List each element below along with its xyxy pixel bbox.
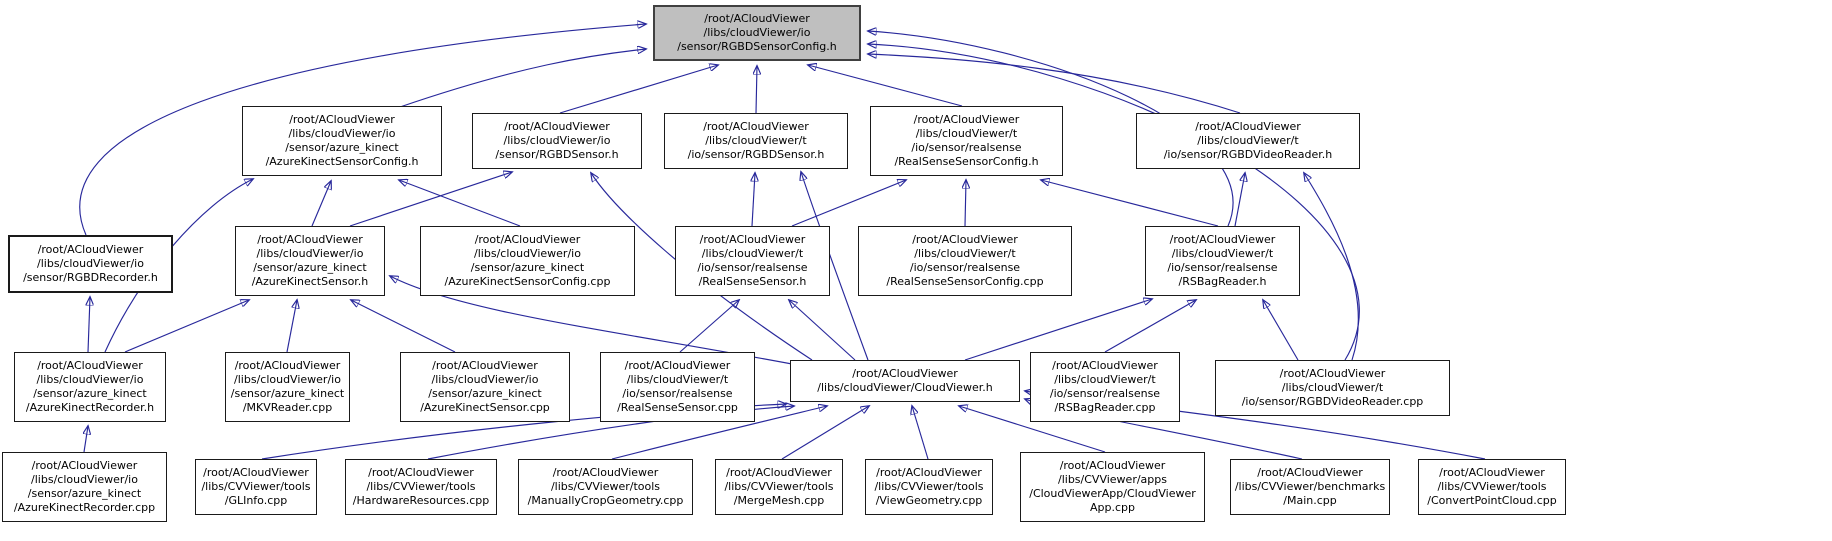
- edge: [868, 44, 1360, 361]
- graph-node-realsense-sensor-config-cpp[interactable]: /root/ACloudViewer /libs/cloudViewer/t /…: [858, 226, 1072, 296]
- edge: [756, 66, 757, 114]
- graph-node-azure-kinect-recorder-h[interactable]: /root/ACloudViewer /libs/cloudViewer/io …: [14, 352, 166, 422]
- edge: [1304, 173, 1359, 361]
- graph-node-azure-kinect-sensor-h[interactable]: /root/ACloudViewer /libs/cloudViewer/io …: [235, 226, 385, 296]
- edge: [399, 180, 521, 227]
- edge: [1234, 173, 1245, 227]
- graph-node-manually-crop-geometry-cpp[interactable]: /root/ACloudViewer /libs/CVViewer/tools …: [518, 459, 693, 515]
- edge: [801, 172, 869, 361]
- edge: [752, 173, 755, 227]
- edge: [912, 406, 929, 460]
- graph-node-main-cpp[interactable]: /root/ACloudViewer /libs/CVViewer/benchm…: [1230, 459, 1390, 515]
- graph-node-rgbd-sensor-config-h[interactable]: /root/ACloudViewer /libs/cloudViewer/io …: [653, 5, 861, 61]
- edge: [868, 31, 1234, 227]
- graph-node-io-rgbd-sensor-h[interactable]: /root/ACloudViewer /libs/cloudViewer/io …: [472, 113, 642, 169]
- edge: [124, 300, 249, 353]
- graph-node-rgbd-video-reader-h[interactable]: /root/ACloudViewer /libs/cloudViewer/t /…: [1136, 113, 1360, 169]
- graph-node-cloudviewer-app-cpp[interactable]: /root/ACloudViewer /libs/CVViewer/apps /…: [1020, 452, 1205, 522]
- graph-node-realsense-sensor-config-h[interactable]: /root/ACloudViewer /libs/cloudViewer/t /…: [870, 106, 1063, 176]
- edge: [311, 181, 331, 227]
- graph-node-view-geometry-cpp[interactable]: /root/ACloudViewer /libs/CVViewer/tools …: [865, 459, 993, 515]
- graph-node-rgbd-recorder-h[interactable]: /root/ACloudViewer /libs/cloudViewer/io …: [8, 235, 173, 293]
- edge: [965, 180, 966, 227]
- edge: [959, 406, 1106, 453]
- edge: [1041, 180, 1219, 227]
- edge: [88, 297, 90, 353]
- graph-node-convert-point-cloud-cpp[interactable]: /root/ACloudViewer /libs/CVViewer/tools …: [1418, 459, 1566, 515]
- edge: [591, 173, 813, 361]
- edge: [84, 426, 88, 453]
- graph-node-azure-kinect-sensor-config-h[interactable]: /root/ACloudViewer /libs/cloudViewer/io …: [242, 106, 442, 176]
- edge: [1263, 300, 1299, 361]
- edge: [611, 406, 827, 460]
- graph-node-t-rgbd-sensor-h[interactable]: /root/ACloudViewer /libs/cloudViewer/t /…: [664, 113, 848, 169]
- edge: [868, 54, 1241, 114]
- graph-node-azure-kinect-sensor-config-cpp[interactable]: /root/ACloudViewer /libs/cloudViewer/io …: [420, 226, 635, 296]
- graph-node-merge-mesh-cpp[interactable]: /root/ACloudViewer /libs/CVViewer/tools …: [715, 459, 843, 515]
- graph-node-realsense-sensor-h[interactable]: /root/ACloudViewer /libs/cloudViewer/t /…: [675, 226, 830, 296]
- graph-node-mkv-reader-cpp[interactable]: /root/ACloudViewer /libs/cloudViewer/io …: [225, 352, 350, 422]
- graph-node-azure-kinect-sensor-cpp[interactable]: /root/ACloudViewer /libs/cloudViewer/io …: [400, 352, 570, 422]
- graph-node-hardware-resources-cpp[interactable]: /root/ACloudViewer /libs/CVViewer/tools …: [345, 459, 497, 515]
- edge: [789, 300, 856, 361]
- graph-node-realsense-sensor-cpp[interactable]: /root/ACloudViewer /libs/cloudViewer/t /…: [600, 352, 755, 422]
- edge: [427, 406, 794, 460]
- edge: [791, 180, 906, 227]
- edge: [964, 299, 1152, 361]
- edge: [349, 172, 512, 227]
- graph-node-rgbd-video-reader-cpp[interactable]: /root/ACloudViewer /libs/cloudViewer/t /…: [1215, 360, 1450, 416]
- edge: [781, 406, 869, 460]
- edge: [399, 49, 646, 108]
- edge: [559, 65, 718, 114]
- edge: [808, 65, 963, 107]
- edge: [351, 300, 456, 353]
- edge: [1104, 300, 1196, 353]
- graph-node-rs-bag-reader-cpp[interactable]: /root/ACloudViewer /libs/cloudViewer/t /…: [1030, 352, 1180, 422]
- edge: [79, 24, 646, 236]
- graph-node-rs-bag-reader-h[interactable]: /root/ACloudViewer /libs/cloudViewer/t /…: [1145, 226, 1300, 296]
- graph-node-azure-kinect-recorder-cpp[interactable]: /root/ACloudViewer /libs/cloudViewer/io …: [2, 452, 167, 522]
- graph-node-glinfo-cpp[interactable]: /root/ACloudViewer /libs/CVViewer/tools …: [195, 459, 317, 515]
- edge: [679, 300, 739, 353]
- edge: [286, 300, 297, 353]
- graph-node-cloudviewer-h[interactable]: /root/ACloudViewer /libs/cloudViewer/Clo…: [790, 360, 1020, 402]
